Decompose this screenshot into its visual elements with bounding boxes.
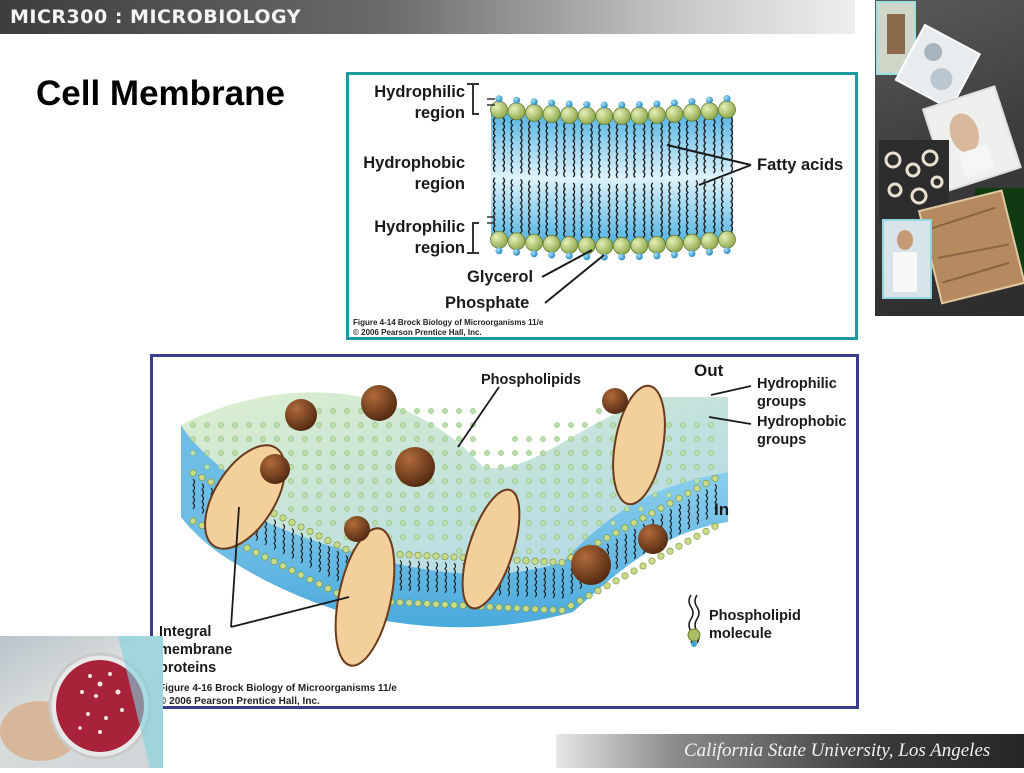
peripheral-proteins: [285, 385, 668, 585]
label-hydrophobic-groups: Hydrophobic groups: [757, 414, 847, 448]
collage-photos: [876, 1, 1024, 305]
hydrophobic-core: [491, 111, 733, 244]
page-title: Cell Membrane: [36, 74, 285, 113]
petri-dish-image: [0, 636, 163, 768]
label-fatty-acids: Fatty acids: [757, 156, 844, 174]
fatty-acid-tails: [492, 117, 734, 239]
label-glycerol: Glycerol: [467, 268, 534, 286]
bilayer-diagram: [467, 83, 752, 304]
integral-proteins: [204, 384, 666, 667]
header-bar: [0, 0, 855, 34]
footer-bar: [556, 734, 1024, 768]
photo-collage: [875, 0, 1024, 316]
leader-lines: [541, 144, 752, 304]
label-integral-membrane-proteins: Integral membrane proteins: [159, 624, 233, 676]
course-title: MICR300 : MICROBIOLOGY: [10, 6, 301, 28]
label-in: In: [714, 500, 730, 519]
figure-membrane-3d: Phospholipids Out In Hydrophilic groups …: [150, 354, 859, 709]
label-hydrophilic-groups: Hydrophilic groups: [757, 376, 837, 410]
university-name: California State University, Los Angeles: [684, 740, 991, 761]
label-hydrophobic-region: Hydrophobic region: [363, 154, 465, 193]
petri-dish-photo: [0, 636, 163, 768]
label-phosphate: Phosphate: [445, 294, 530, 312]
membrane-3d-diagram: [181, 384, 752, 667]
figure1-caption: Figure 4-14 Brock Biology of Microorgani…: [353, 318, 544, 337]
bracket-lines: [467, 83, 495, 254]
label-out: Out: [694, 361, 724, 380]
phospholipid-heads: [490, 95, 736, 261]
fig2-leader-lines: [230, 385, 752, 628]
label-phospholipids: Phospholipids: [481, 372, 581, 388]
label-hydrophilic-region-top: Hydrophilic region: [374, 83, 465, 122]
phospholipid-molecule-icon: [687, 594, 701, 647]
figure2-caption: Figure 4-16 Brock Biology of Microorgani…: [159, 683, 397, 707]
figure-bilayer-cross-section: Hydrophilic region Hydrophobic region Hy…: [346, 72, 858, 340]
label-hydrophilic-region-bottom: Hydrophilic region: [374, 218, 465, 257]
label-phospholipid-molecule: Phospholipid molecule: [709, 608, 801, 642]
